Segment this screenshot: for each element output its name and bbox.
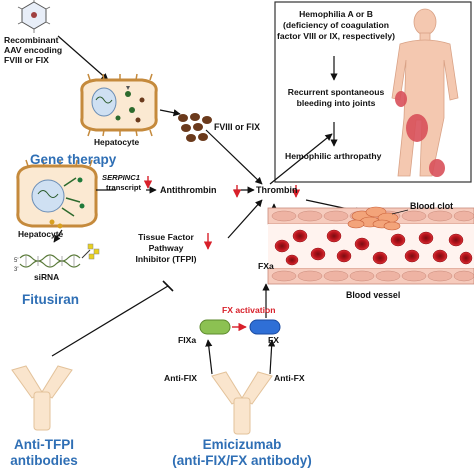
anti-tfpi-inhibits-tfpi-line	[51, 285, 169, 357]
ankle-joint-bleed-icon	[429, 159, 445, 177]
decrease-indicators	[143, 176, 301, 250]
transcript-label: transcript	[106, 183, 142, 192]
fitusiran-hepatocyte-label: Hepatocyte	[18, 229, 64, 239]
tfpi-to-thrombin-arrow	[227, 199, 263, 239]
sirna-label: siRNA	[34, 272, 60, 282]
factor-to-thrombin-arrow	[205, 129, 263, 185]
anti-tfpi-antibody-icon	[11, 365, 73, 431]
gene-therapy-title: Gene therapy	[30, 152, 117, 167]
hepatocyte-to-factor-arrow	[159, 109, 181, 117]
gene-therapy-hepatocyte-icon	[80, 73, 158, 137]
anti-fix-label: Anti-FIX	[164, 373, 197, 383]
tfpi-label-line2: Pathway	[148, 243, 184, 253]
emicizumab-title-line1: Emicizumab	[202, 437, 282, 452]
tfpi-label-line1: Tissue Factor	[138, 232, 194, 242]
factor-product-label: FVIII or FIX	[214, 122, 260, 132]
fixa-label: FIXa	[178, 335, 197, 345]
aav-label-line2: AAV encoding	[4, 45, 63, 55]
fx-label: FX	[268, 335, 279, 345]
anti-fix-binding-arrow	[205, 339, 213, 375]
inhibition-bar	[162, 280, 174, 292]
tfpi-label-line3: Inhibitor (TFPI)	[135, 254, 197, 264]
aav-label-line3: FVIII or FIX	[4, 55, 49, 65]
hemophilia-line4: Recurrent spontaneous	[287, 87, 385, 97]
human-body-icon	[391, 8, 459, 177]
svg-text:3': 3'	[14, 267, 18, 273]
hemophilia-line6: Hemophilic arthropathy	[285, 151, 382, 161]
hemophilia-line5: bleeding into joints	[296, 98, 376, 108]
blood-vessel-label: Blood vessel	[346, 290, 401, 300]
svg-text:5': 5'	[14, 258, 18, 264]
fitusiran-title: Fitusiran	[22, 292, 80, 307]
anti-tfpi-title-line2: antibodies	[10, 453, 78, 468]
red-blood-cells	[274, 229, 473, 266]
antithrombin-label: Antithrombin	[160, 185, 217, 195]
anti-fx-label: Anti-FX	[274, 373, 305, 383]
serpinc1-gene-label: SERPINC1	[102, 173, 140, 182]
fixa-pill-icon	[199, 319, 231, 335]
aav-label-line1: Recombinant	[4, 35, 59, 45]
fx-activation-label: FX activation	[222, 305, 276, 315]
fitusiran-hepatocyte-icon	[16, 159, 98, 229]
anti-fx-binding-arrow	[268, 339, 276, 375]
fxa-label: FXa	[258, 261, 274, 271]
blood-clot-icon	[347, 206, 401, 231]
clot-label-leader	[391, 209, 409, 215]
sirna-icon: 5' 3'	[14, 229, 100, 273]
gene-therapy-hepatocyte-label: Hepatocyte	[94, 137, 140, 147]
thrombin-label: Thrombin	[256, 185, 298, 195]
hemophilia-line2: (deficiency of coagulation	[282, 20, 389, 30]
fx-pill-icon	[249, 319, 281, 335]
emicizumab-antibody-icon	[211, 371, 273, 435]
blood-clot-label: Blood clot	[410, 201, 454, 211]
hemophilia-line3: factor VIII or IX, respectively)	[277, 31, 395, 41]
factor-protein-icon	[178, 113, 212, 142]
emicizumab-title-line2: (anti-FIX/FX antibody)	[172, 453, 312, 468]
anti-tfpi-title-line1: Anti-TFPI	[14, 437, 74, 452]
aav-to-hepatocyte-arrow	[57, 35, 109, 81]
hemophilia-line1: Hemophilia A or B	[299, 9, 373, 19]
knee-joint-bleed-icon	[406, 114, 428, 142]
thrombin-from-hemophilia-arrow	[269, 133, 333, 185]
elbow-joint-bleed-icon	[395, 91, 407, 107]
aav-vector-icon	[17, 0, 51, 33]
